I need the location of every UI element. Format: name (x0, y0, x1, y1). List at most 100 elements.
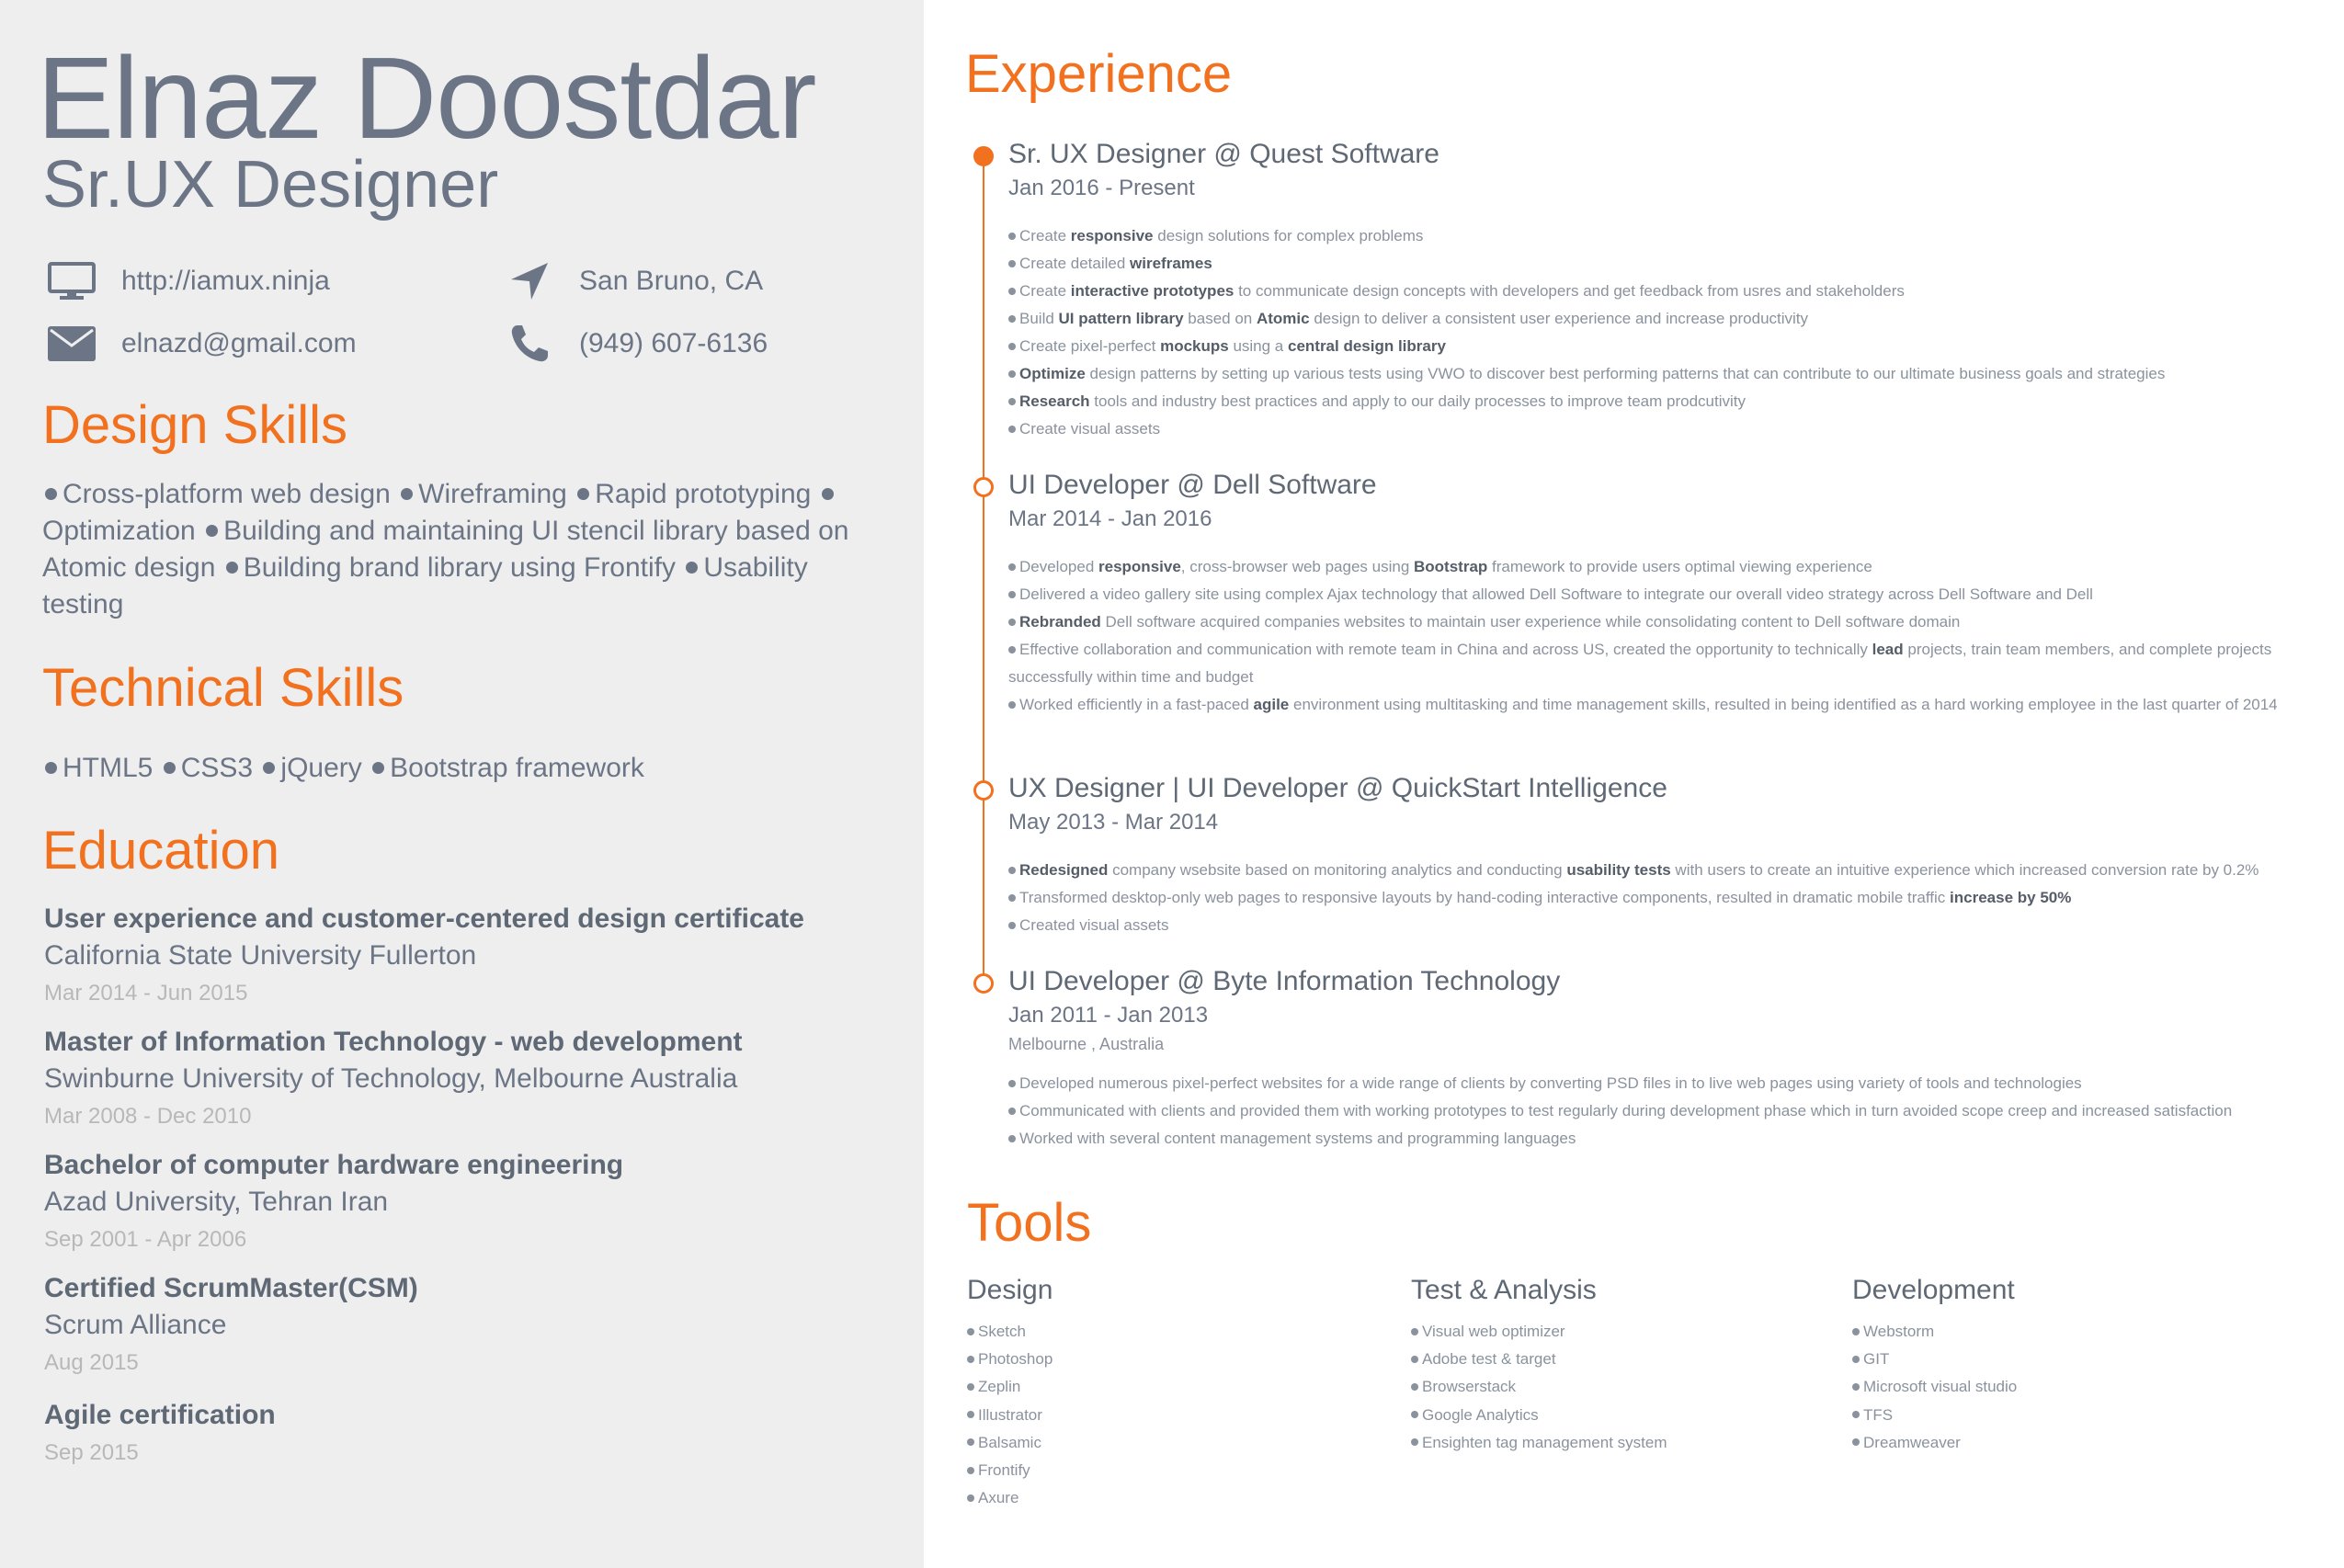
tool-name: Adobe test & target (1422, 1350, 1556, 1369)
tool-item: Axure (967, 1484, 1390, 1512)
job-bullet: Worked with several content management s… (1008, 1125, 2332, 1153)
job-bullet: Research tools and industry best practic… (1008, 388, 2332, 415)
job-bullet: Rebranded Dell software acquired compani… (1008, 608, 2332, 636)
left-panel (0, 0, 924, 1568)
bold-text: wireframes (1130, 255, 1212, 272)
tool-name: Visual web optimizer (1422, 1323, 1565, 1340)
bullet-dot (967, 1438, 974, 1447)
job-bullets: Create responsive design solutions for c… (1008, 222, 2332, 443)
bullet-text: framework to provide users optimal viewi… (1487, 558, 1872, 575)
bullet-text: Create (1019, 227, 1071, 244)
location-text: San Bruno, CA (579, 266, 764, 296)
bullet-text: Create pixel-perfect (1019, 337, 1161, 355)
website-link[interactable]: http://iamux.ninja (121, 266, 330, 296)
job-title: UI Developer @ Dell Software (1008, 470, 1377, 500)
bold-text: agile (1253, 696, 1290, 713)
tool-item: Ensighten tag management system (1411, 1429, 1834, 1457)
tool-item: Adobe test & target (1411, 1346, 1834, 1373)
location-arrow-icon (504, 259, 555, 303)
bullet-dot (45, 488, 57, 501)
bullet-dot (206, 525, 219, 538)
bullet-text: company wsebsite based on monitoring ana… (1108, 861, 1567, 879)
tool-name: GIT (1863, 1350, 1890, 1369)
contact-email[interactable]: elnazd@gmail.com (46, 322, 357, 366)
job-bullet: Create interactive prototypes to communi… (1008, 278, 2332, 305)
phone-link[interactable]: (949) 607-6136 (579, 328, 768, 358)
bullet-text: environment using multitasking and time … (1289, 696, 2278, 713)
bullet-dot (1008, 1079, 1016, 1087)
bullet-dot (1852, 1382, 1860, 1391)
job-bullet: Delivered a video gallery site using com… (1008, 581, 2332, 608)
bullet-dot (821, 488, 834, 501)
bold-text: UI pattern library (1058, 310, 1184, 327)
job-dates: May 2013 - Mar 2014 (1008, 810, 1219, 835)
bullet-text: tools and industry best practices and ap… (1089, 392, 1746, 410)
bold-text: increase by 50% (1950, 889, 2072, 906)
experience-heading: Experience (965, 44, 1233, 104)
tool-item: Microsoft visual studio (1852, 1373, 2275, 1401)
tool-name: Sketch (978, 1323, 1026, 1340)
bullet-dot (401, 488, 414, 501)
bullet-dot (967, 1411, 974, 1419)
bullet-dot (225, 562, 238, 574)
bold-text: Bootstrap (1414, 558, 1488, 575)
bullet-text: with users to create an intuitive experi… (1670, 861, 2259, 879)
education-dates: Aug 2015 (44, 1350, 139, 1375)
bullet-text: Created visual assets (1019, 916, 1169, 934)
contact-website[interactable]: http://iamux.ninja (46, 259, 330, 303)
education-dates: Sep 2001 - Apr 2006 (44, 1227, 247, 1252)
tool-name: Dreamweaver (1863, 1433, 1961, 1451)
skill-item: Wireframing (418, 479, 567, 509)
bullet-dot (1852, 1411, 1860, 1419)
timeline-dot (973, 477, 994, 497)
tool-name: Photoshop (978, 1350, 1053, 1369)
email-link[interactable]: elnazd@gmail.com (121, 328, 357, 358)
bullet-dot (1008, 342, 1016, 350)
bullet-dot (1008, 562, 1016, 571)
bullet-dot (1411, 1355, 1418, 1363)
tool-name: Webstorm (1863, 1323, 1935, 1340)
bullet-text: Delivered a video gallery site using com… (1019, 585, 2093, 603)
bullet-dot (1008, 921, 1016, 929)
job-bullet: Developed responsive, cross-browser web … (1008, 553, 2332, 581)
job-bullets: Developed responsive, cross-browser web … (1008, 553, 2332, 719)
bullet-dot (1852, 1327, 1860, 1335)
tool-name: Axure (978, 1489, 1019, 1507)
skill-item: Rapid prototyping (595, 479, 812, 509)
bold-text: interactive prototypes (1070, 282, 1235, 300)
bold-text: usability tests (1566, 861, 1671, 879)
skill-item: Optimization (42, 516, 196, 546)
bullet-text: , cross-browser web pages using (1180, 558, 1415, 575)
bullet-dot (967, 1466, 974, 1474)
bullet-dot (1852, 1438, 1860, 1447)
timeline-dot (973, 780, 994, 801)
education-dates: Mar 2008 - Dec 2010 (44, 1104, 252, 1129)
education-school: California State University Fullerton (44, 940, 477, 971)
bullet-text: Create visual assets (1019, 420, 1161, 437)
skill-item: jQuery (280, 753, 362, 783)
bullet-text: Build (1019, 310, 1059, 327)
bullet-dot (1008, 425, 1016, 433)
bullet-dot (686, 562, 699, 574)
bullet-dot (1008, 259, 1016, 267)
contact-phone[interactable]: (949) 607-6136 (504, 322, 768, 366)
education-dates: Mar 2014 - Jun 2015 (44, 981, 248, 1006)
candidate-name: Elnaz Doostdar (37, 33, 816, 163)
education-degree: Agile certification (44, 1400, 276, 1430)
technical-skills-list: HTML5 CSS3 jQuery Bootstrap framework (42, 750, 870, 787)
job-bullets: Developed numerous pixel-perfect website… (1008, 1070, 2332, 1153)
bullet-text: Communicated with clients and provided t… (1019, 1102, 2233, 1119)
contact-location: San Bruno, CA (504, 259, 763, 303)
bullet-dot (1411, 1327, 1418, 1335)
bullet-dot (1008, 893, 1016, 902)
job-bullet: Create pixel-perfect mockups using a cen… (1008, 333, 2332, 360)
education-school: Scrum Alliance (44, 1310, 227, 1340)
bullet-text: Developed numerous pixel-perfect website… (1019, 1074, 2082, 1092)
bullet-dot (1008, 1134, 1016, 1142)
education-degree: Bachelor of computer hardware engineerin… (44, 1150, 624, 1180)
tools-column-heading: Development (1852, 1275, 2015, 1305)
job-title: UI Developer @ Byte Information Technolo… (1008, 966, 1561, 996)
